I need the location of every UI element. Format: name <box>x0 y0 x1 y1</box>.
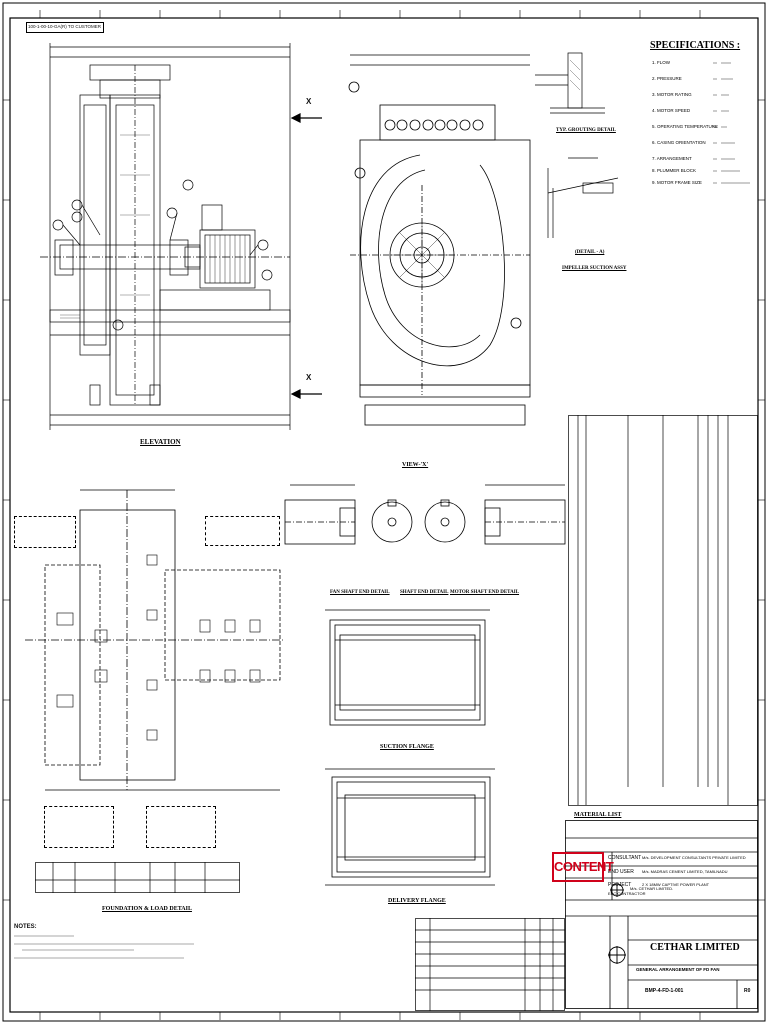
notes-lines <box>14 935 194 959</box>
motor-shaft-title: MOTOR SHAFT END DETAIL <box>450 590 520 595</box>
view-arrows <box>290 113 322 399</box>
load-note-right <box>146 806 216 848</box>
grouting-detail-drawing <box>535 52 605 114</box>
foundation-title: FOUNDATION & LOAD DETAIL <box>102 906 192 912</box>
x-marker-bottom: X <box>306 373 312 382</box>
spec-row: 5. OPERATING TEMPERATURE <box>652 124 719 129</box>
project-label: PROJECT <box>608 882 632 888</box>
epc-value: M/s. CETHAR LIMITED. <box>630 886 674 891</box>
elevation-title: ELEVATION <box>140 438 181 446</box>
foundation-drawing <box>25 489 285 791</box>
spec-row: 6. CASING ORIENTATION <box>652 140 706 145</box>
x-marker-top: X <box>306 97 312 106</box>
load-table <box>35 862 240 893</box>
foundation-note-left <box>14 516 76 548</box>
suction-flange-title: SUCTION FLANGE <box>380 744 434 750</box>
spec-row: 4. MOTOR SPEED <box>652 108 691 113</box>
revision: R0 <box>744 988 751 994</box>
drawing-title: GENERAL ARRANGEMENT OF FD FAN <box>636 967 720 972</box>
foundation-note-right <box>205 516 280 546</box>
spec-row: 9. MOTOR FRAME SIZE <box>652 180 702 185</box>
elevation-drawing <box>40 43 291 430</box>
side-view-drawing <box>348 54 531 426</box>
content-stamp: CONTENT <box>552 852 614 882</box>
fan-shaft-title: FAN SHAFT END DETAIL <box>330 590 390 595</box>
header-ref: 100-1-00-10-GA(R) TO CUSTOMER <box>28 24 102 29</box>
header-ref-box <box>26 22 104 33</box>
spec-row: 3. MOTOR RATING <box>652 92 692 97</box>
load-note-left <box>44 806 114 848</box>
project-value: 2 X 18MW CAPTIVE POWER PLANT <box>642 882 710 887</box>
view-x-title: VIEW-'X' <box>402 462 429 468</box>
detail-a-drawing <box>547 157 619 238</box>
delivery-flange-drawing <box>325 768 495 886</box>
spec-heading: SPECIFICATIONS : <box>650 40 741 51</box>
spec-row: 7. ARRANGEMENT <box>652 156 692 161</box>
grouting-detail-title: TYP. GROUTING DETAIL <box>556 128 616 133</box>
detail-a-title: (DETAIL - A) <box>575 250 605 255</box>
title-block-frame <box>565 820 758 1009</box>
delivery-flange-title: DELIVERY FLANGE <box>388 898 446 904</box>
spec-row: 2. PRESSURE <box>652 76 682 81</box>
impeller-suction-title: IMPELLER SUCTION ASSY <box>562 266 627 271</box>
end-user-value: M/s. MADRAS CEMENT LIMITED, TAMILNADU <box>642 869 728 874</box>
material-list-table <box>568 415 758 806</box>
consultant-value: M/s. DEVELOPMENT CONSULTANTS PRIVATE LIM… <box>642 855 746 860</box>
spec-row: 1. FLOW <box>652 60 671 65</box>
material-list-title: MATERIAL LIST <box>574 812 622 818</box>
consultant-label: CONSULTANT <box>608 855 642 861</box>
shaft-end-title: SHAFT END DETAIL <box>400 590 449 595</box>
spec-row: 8. PLUMMER BLOCK <box>652 168 697 173</box>
suction-flange-drawing <box>325 609 490 726</box>
notes-heading: NOTES: <box>14 924 37 930</box>
end-user-label: END USER <box>608 869 634 875</box>
company-name: CETHAR LIMITED <box>650 942 740 953</box>
shaft-details-drawing <box>284 484 566 545</box>
spec-value-marks <box>713 62 750 184</box>
epc-label: EPC CONTRACTOR <box>608 891 646 896</box>
drawing-number: BMP-4-FD-1-001 <box>645 988 684 994</box>
revision-table <box>415 918 565 1011</box>
